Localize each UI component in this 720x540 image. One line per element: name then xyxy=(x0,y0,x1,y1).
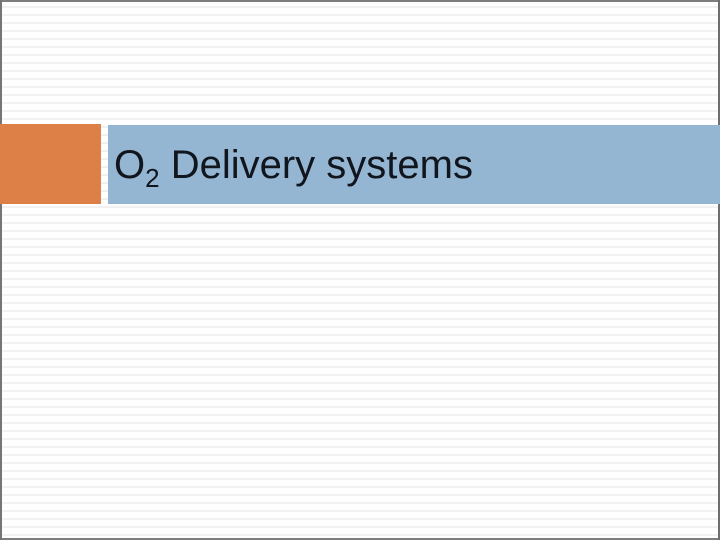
slide-title: O2 Delivery systems xyxy=(114,142,473,191)
accent-block xyxy=(0,124,101,204)
slide-border-right xyxy=(718,0,720,540)
title-banner: O2 Delivery systems xyxy=(108,125,720,204)
title-rest: Delivery systems xyxy=(159,142,473,187)
title-subscript: 2 xyxy=(145,162,160,193)
title-prefix: O xyxy=(114,142,146,187)
slide-border-bottom xyxy=(0,538,720,540)
slide-border-left xyxy=(0,0,2,540)
slide-border-top xyxy=(0,0,720,2)
